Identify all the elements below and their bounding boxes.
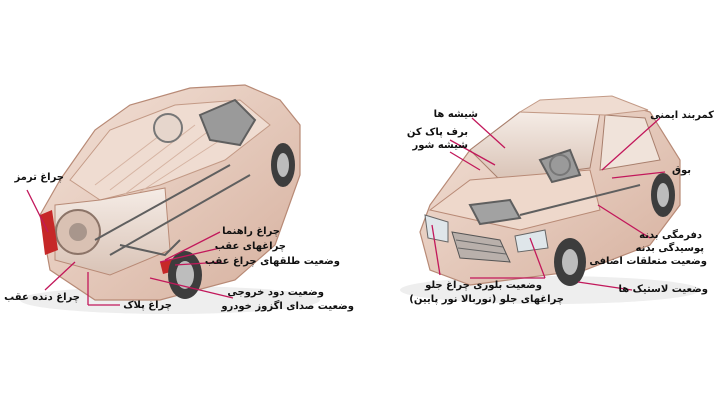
label-exhaust-sound: وضعیت صدای اگزوز خودرو (221, 301, 354, 312)
label-wiper: برف پاک کن (406, 127, 468, 138)
label-brake-light: چراغ ترمز (14, 172, 64, 183)
label-plate-light: چراغ پلاک (123, 300, 172, 311)
label-reverse-light: چراغ دنده عقب (4, 292, 80, 303)
right-car-leader-lines (431, 117, 666, 291)
label-body-dent: دفرمگی بدنه (639, 230, 702, 241)
label-headlight-glass: وضعیت بلوری چراغ جلو (425, 280, 542, 291)
label-tires: وضعیت لاستیک ها (618, 284, 708, 295)
label-body-rust: پوسیدگی بدنه (635, 243, 704, 254)
label-headlights: چراغهای جلو (نوربالا نور پایین) (409, 294, 564, 305)
right-car-illustration (400, 95, 700, 304)
label-turn-signal: چراغ راهنما (222, 226, 280, 237)
label-exhaust-smoke: وضعیت دود خروجی (227, 287, 324, 298)
label-washer: شیشه شور (412, 140, 469, 151)
label-windows: شیشه ها (433, 109, 478, 120)
label-rear-lights: چراغهای عقب (214, 241, 286, 252)
left-car-leader-lines (26, 189, 234, 306)
label-accessories: وضعیت متعلقات اضافی (589, 256, 707, 267)
label-seatbelt: کمربند ایمنی (650, 110, 714, 121)
left-car-illustration (20, 84, 320, 314)
label-rear-light-covers: وضعیت طلقهای چراغ عقب (204, 256, 340, 267)
label-horn: بوق (672, 165, 691, 176)
